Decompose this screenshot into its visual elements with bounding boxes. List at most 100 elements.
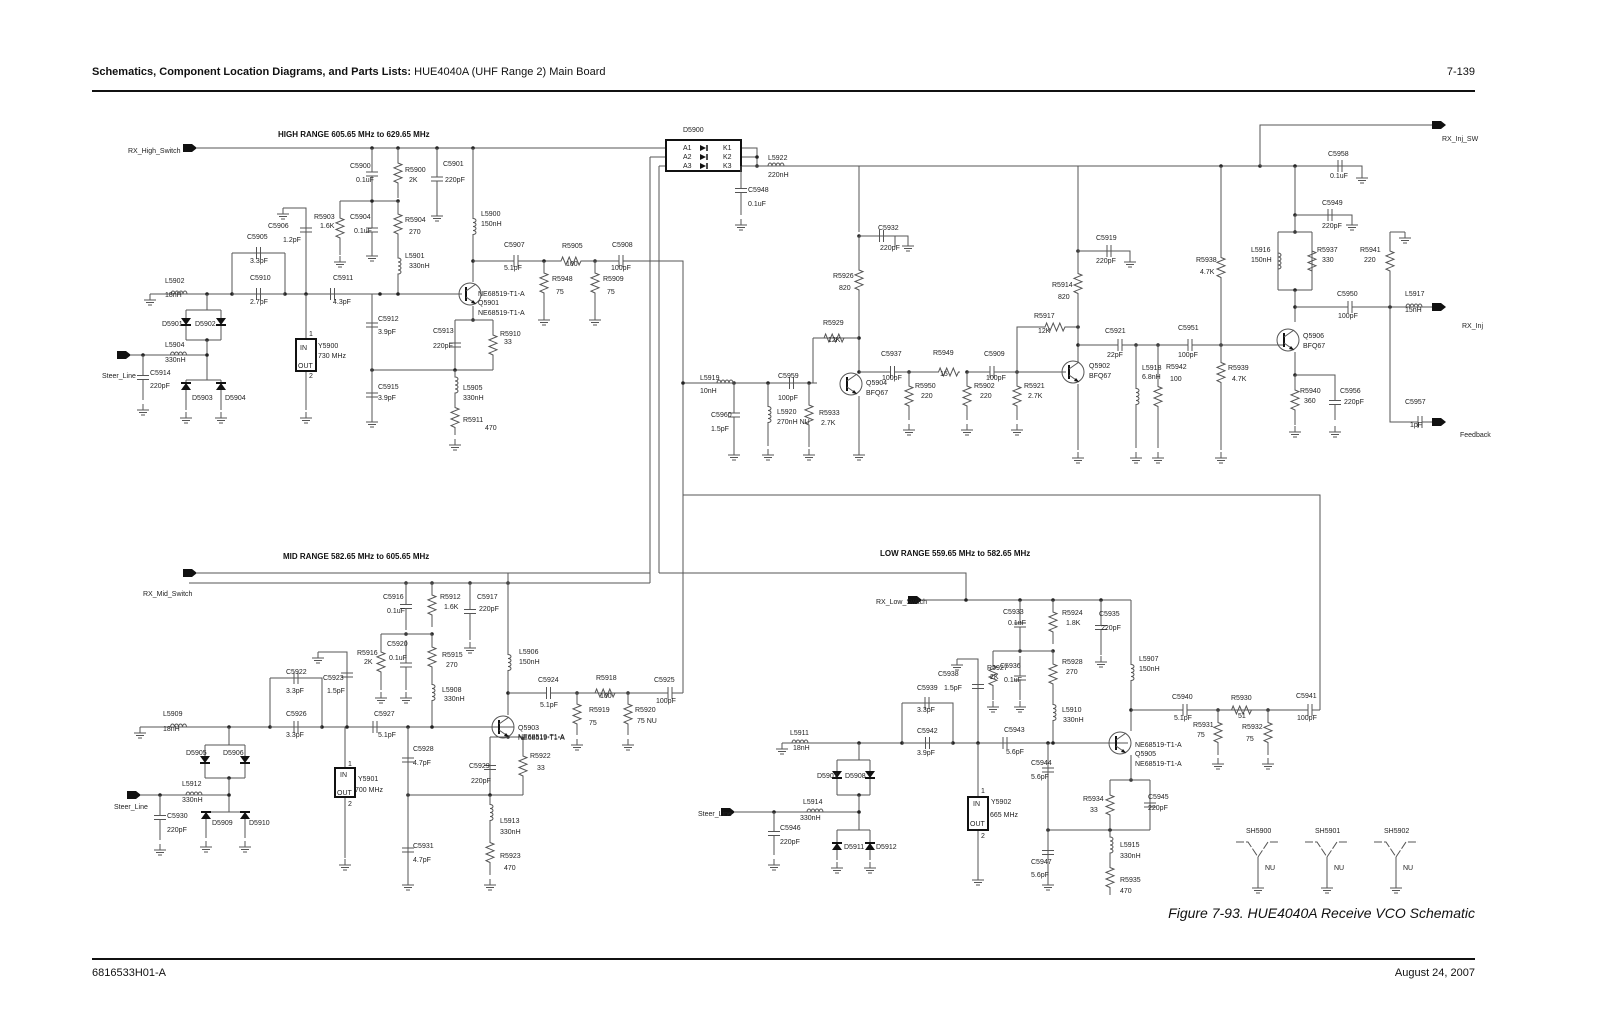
ground-symbol xyxy=(987,701,999,713)
ground-symbol xyxy=(375,692,387,704)
transistor-q5904 xyxy=(839,372,863,396)
ground-symbol xyxy=(1262,758,1274,770)
capacitor-c5932 xyxy=(870,230,893,242)
component-ref-c5943: C5943 xyxy=(1004,727,1025,734)
component-ref-c5933: C5933 xyxy=(1003,609,1024,616)
component-ref-sh5902: SH5902 xyxy=(1384,828,1409,835)
ground-symbol xyxy=(400,692,412,704)
component-ref-r5939: R5939 xyxy=(1228,365,1249,372)
component-ref-c5946: C5946 xyxy=(780,825,801,832)
y5900-pin-2: 2 xyxy=(309,373,313,380)
component-value-c5936: 0.1uF xyxy=(1004,677,1022,684)
component-value-c5929: 220pF xyxy=(471,778,491,785)
wire xyxy=(1259,124,1432,166)
component-value-y5900: 730 MHz xyxy=(318,353,347,360)
inductor-l5902 xyxy=(158,290,200,295)
ground-symbol xyxy=(200,841,212,853)
component-ref-d5907: D5907 xyxy=(817,773,838,780)
y5901-pin-out: OUT xyxy=(337,790,353,797)
crystal-y5902 xyxy=(967,796,989,831)
resistor-r5948 xyxy=(538,261,550,305)
capacitor-c5933 xyxy=(1014,600,1026,650)
q5901-part: NE68519-T1-A xyxy=(478,291,525,298)
ground-symbol xyxy=(339,859,351,871)
inductor-l5914 xyxy=(800,808,830,813)
capacitor-c5931 xyxy=(402,830,414,870)
component-ref-r5934: R5934 xyxy=(1083,796,1104,803)
inductor-l5907 xyxy=(1130,655,1135,690)
component-ref-c5922: C5922 xyxy=(286,669,307,676)
varactor-diode-d5904 xyxy=(216,382,226,390)
resistor-r5930 xyxy=(1228,704,1255,716)
component-value-l5912: 330nH xyxy=(182,797,203,804)
component-ref-l5910: L5910 xyxy=(1062,707,1082,714)
component-ref-l5901: L5901 xyxy=(405,253,425,260)
resistor-r5929 xyxy=(813,332,855,344)
ground-symbol xyxy=(312,652,324,664)
component-value-r5942: 100 xyxy=(1170,376,1182,383)
capacitor-c5948 xyxy=(735,166,747,215)
component-ref-c5930: C5930 xyxy=(167,813,188,820)
y5900-pin-1: 1 xyxy=(309,331,313,338)
capacitor-c5927 xyxy=(355,721,395,733)
component-value-c5927: 5.1pF xyxy=(378,732,396,739)
ground-symbol xyxy=(735,219,747,231)
transistor-q5906 xyxy=(1276,328,1300,352)
resistor-r5949 xyxy=(937,366,960,378)
component-value-r5929: 12K xyxy=(828,337,841,344)
component-value-c5907: 5.1pF xyxy=(504,265,522,272)
component-value-c5908: 100pF xyxy=(611,265,631,272)
component-ref-sh5901: SH5901 xyxy=(1315,828,1340,835)
component-value-q5904: BFQ67 xyxy=(866,390,888,397)
capacitor-c5907 xyxy=(505,255,527,267)
component-ref-r5921: R5921 xyxy=(1024,383,1045,390)
component-value-l5919: 10nH xyxy=(700,388,717,395)
port-steer-line-mid xyxy=(127,791,141,799)
component-ref-l5908: L5908 xyxy=(442,687,462,694)
component-value-c5939: 3.3pF xyxy=(917,707,935,714)
capacitor-c5937 xyxy=(880,366,905,378)
ground-symbol xyxy=(1130,452,1142,464)
capacitor-c5904 xyxy=(366,210,378,250)
header-title-bold: Schematics, Component Location Diagrams,… xyxy=(92,66,412,78)
component-value-r5915: 270 xyxy=(446,662,458,669)
component-value-r5941: 220 xyxy=(1364,257,1376,264)
inductor-l5913 xyxy=(489,795,494,830)
component-ref-l5920: L5920 xyxy=(777,409,797,416)
component-ref-r5926: R5926 xyxy=(833,273,854,280)
figure-caption: Figure 7-93. HUE4040A Receive VCO Schema… xyxy=(1168,905,1475,921)
component-value-r5927: 2K xyxy=(990,674,999,681)
wire xyxy=(1345,214,1353,219)
capacitor-c5944 xyxy=(1042,745,1054,795)
component-value-r5919: 75 xyxy=(589,720,597,727)
capacitor-c5945 xyxy=(1144,790,1156,820)
component-value-c5944: 5.6pF xyxy=(1031,774,1049,781)
component-ref-r5924: R5924 xyxy=(1062,610,1083,617)
capacitor-c5924 xyxy=(540,687,557,699)
component-ref-c5924: C5924 xyxy=(538,677,559,684)
component-ref-l5906: L5906 xyxy=(519,649,539,656)
ground-symbol xyxy=(154,844,166,856)
component-value-c5911: 4.3pF xyxy=(333,299,351,306)
q5905-part: NE68519-T1-A xyxy=(1135,742,1182,749)
component-ref-c5927: C5927 xyxy=(374,711,395,718)
component-value-c5949: 220pF xyxy=(1322,223,1342,230)
ground-symbol xyxy=(484,879,496,891)
capacitor-c5949 xyxy=(1315,209,1345,221)
ground-symbol xyxy=(768,859,780,871)
port-steer-line-mid-label: Steer_Line xyxy=(114,804,148,811)
component-ref-l5917: L5917 xyxy=(1405,291,1425,298)
inductor-l5900 xyxy=(472,205,477,248)
component-value-r5950: 220 xyxy=(921,393,933,400)
component-value-c5933: 0.1uF xyxy=(1008,620,1026,627)
component-ref-d5906: D5906 xyxy=(223,750,244,757)
capacitor-c5923 xyxy=(341,660,353,690)
junction-dot xyxy=(378,292,382,296)
footer-rule xyxy=(92,958,1475,960)
component-value-r5932: 75 xyxy=(1246,736,1254,743)
component-ref-c5929: C5929 xyxy=(469,763,490,770)
component-ref-c5925: C5925 xyxy=(654,677,675,684)
ground-symbol xyxy=(1072,452,1084,464)
ground-symbol xyxy=(137,404,149,416)
port-rx-high-switch-label: RX_High_Switch xyxy=(128,148,181,155)
